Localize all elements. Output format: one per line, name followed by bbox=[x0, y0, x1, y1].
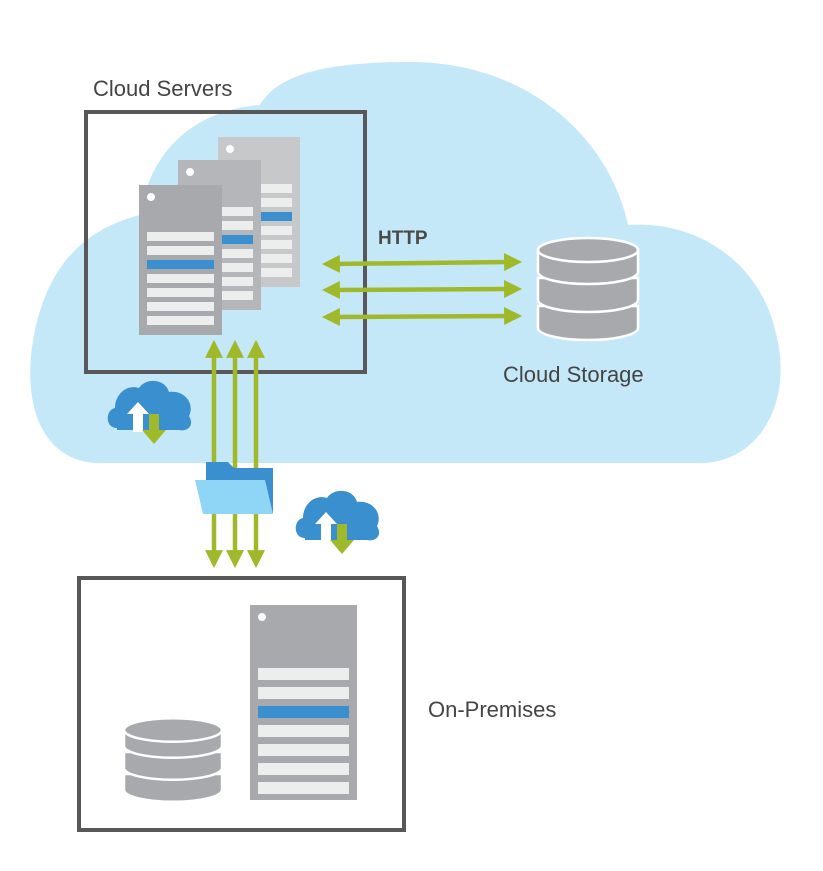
http-label: HTTP bbox=[378, 228, 428, 249]
server-slot bbox=[258, 782, 349, 794]
server-slot bbox=[147, 302, 214, 311]
http-arrow bbox=[321, 253, 523, 273]
folder-icon bbox=[195, 462, 273, 514]
cloud-storage-database-icon bbox=[536, 236, 640, 342]
server-slot bbox=[147, 316, 214, 325]
server-slot bbox=[147, 246, 214, 255]
http-arrow bbox=[321, 307, 523, 326]
server-slot bbox=[258, 744, 349, 756]
server-slot bbox=[258, 687, 349, 699]
cloud-servers-box bbox=[84, 110, 367, 374]
on-premises-server bbox=[250, 605, 357, 800]
server-slot bbox=[147, 288, 214, 297]
on-premises-box bbox=[77, 576, 406, 832]
server-slot-active bbox=[147, 260, 214, 269]
server-slot bbox=[258, 668, 349, 680]
on-premises-label: On-Premises bbox=[428, 697, 557, 722]
server-slot bbox=[258, 763, 349, 775]
server-slot bbox=[258, 725, 349, 737]
cloud-sync-icon bbox=[107, 380, 192, 444]
server-front bbox=[139, 185, 222, 335]
cloud-storage-label: Cloud Storage bbox=[503, 362, 644, 387]
server-slot bbox=[147, 274, 214, 283]
server-slot bbox=[147, 232, 214, 241]
server-slot-active bbox=[258, 706, 349, 718]
on-premises-database-icon bbox=[122, 716, 224, 803]
cloud-servers-label: Cloud Servers bbox=[93, 76, 233, 101]
http-arrow bbox=[321, 280, 523, 299]
cloud-sync-icon bbox=[295, 490, 380, 554]
